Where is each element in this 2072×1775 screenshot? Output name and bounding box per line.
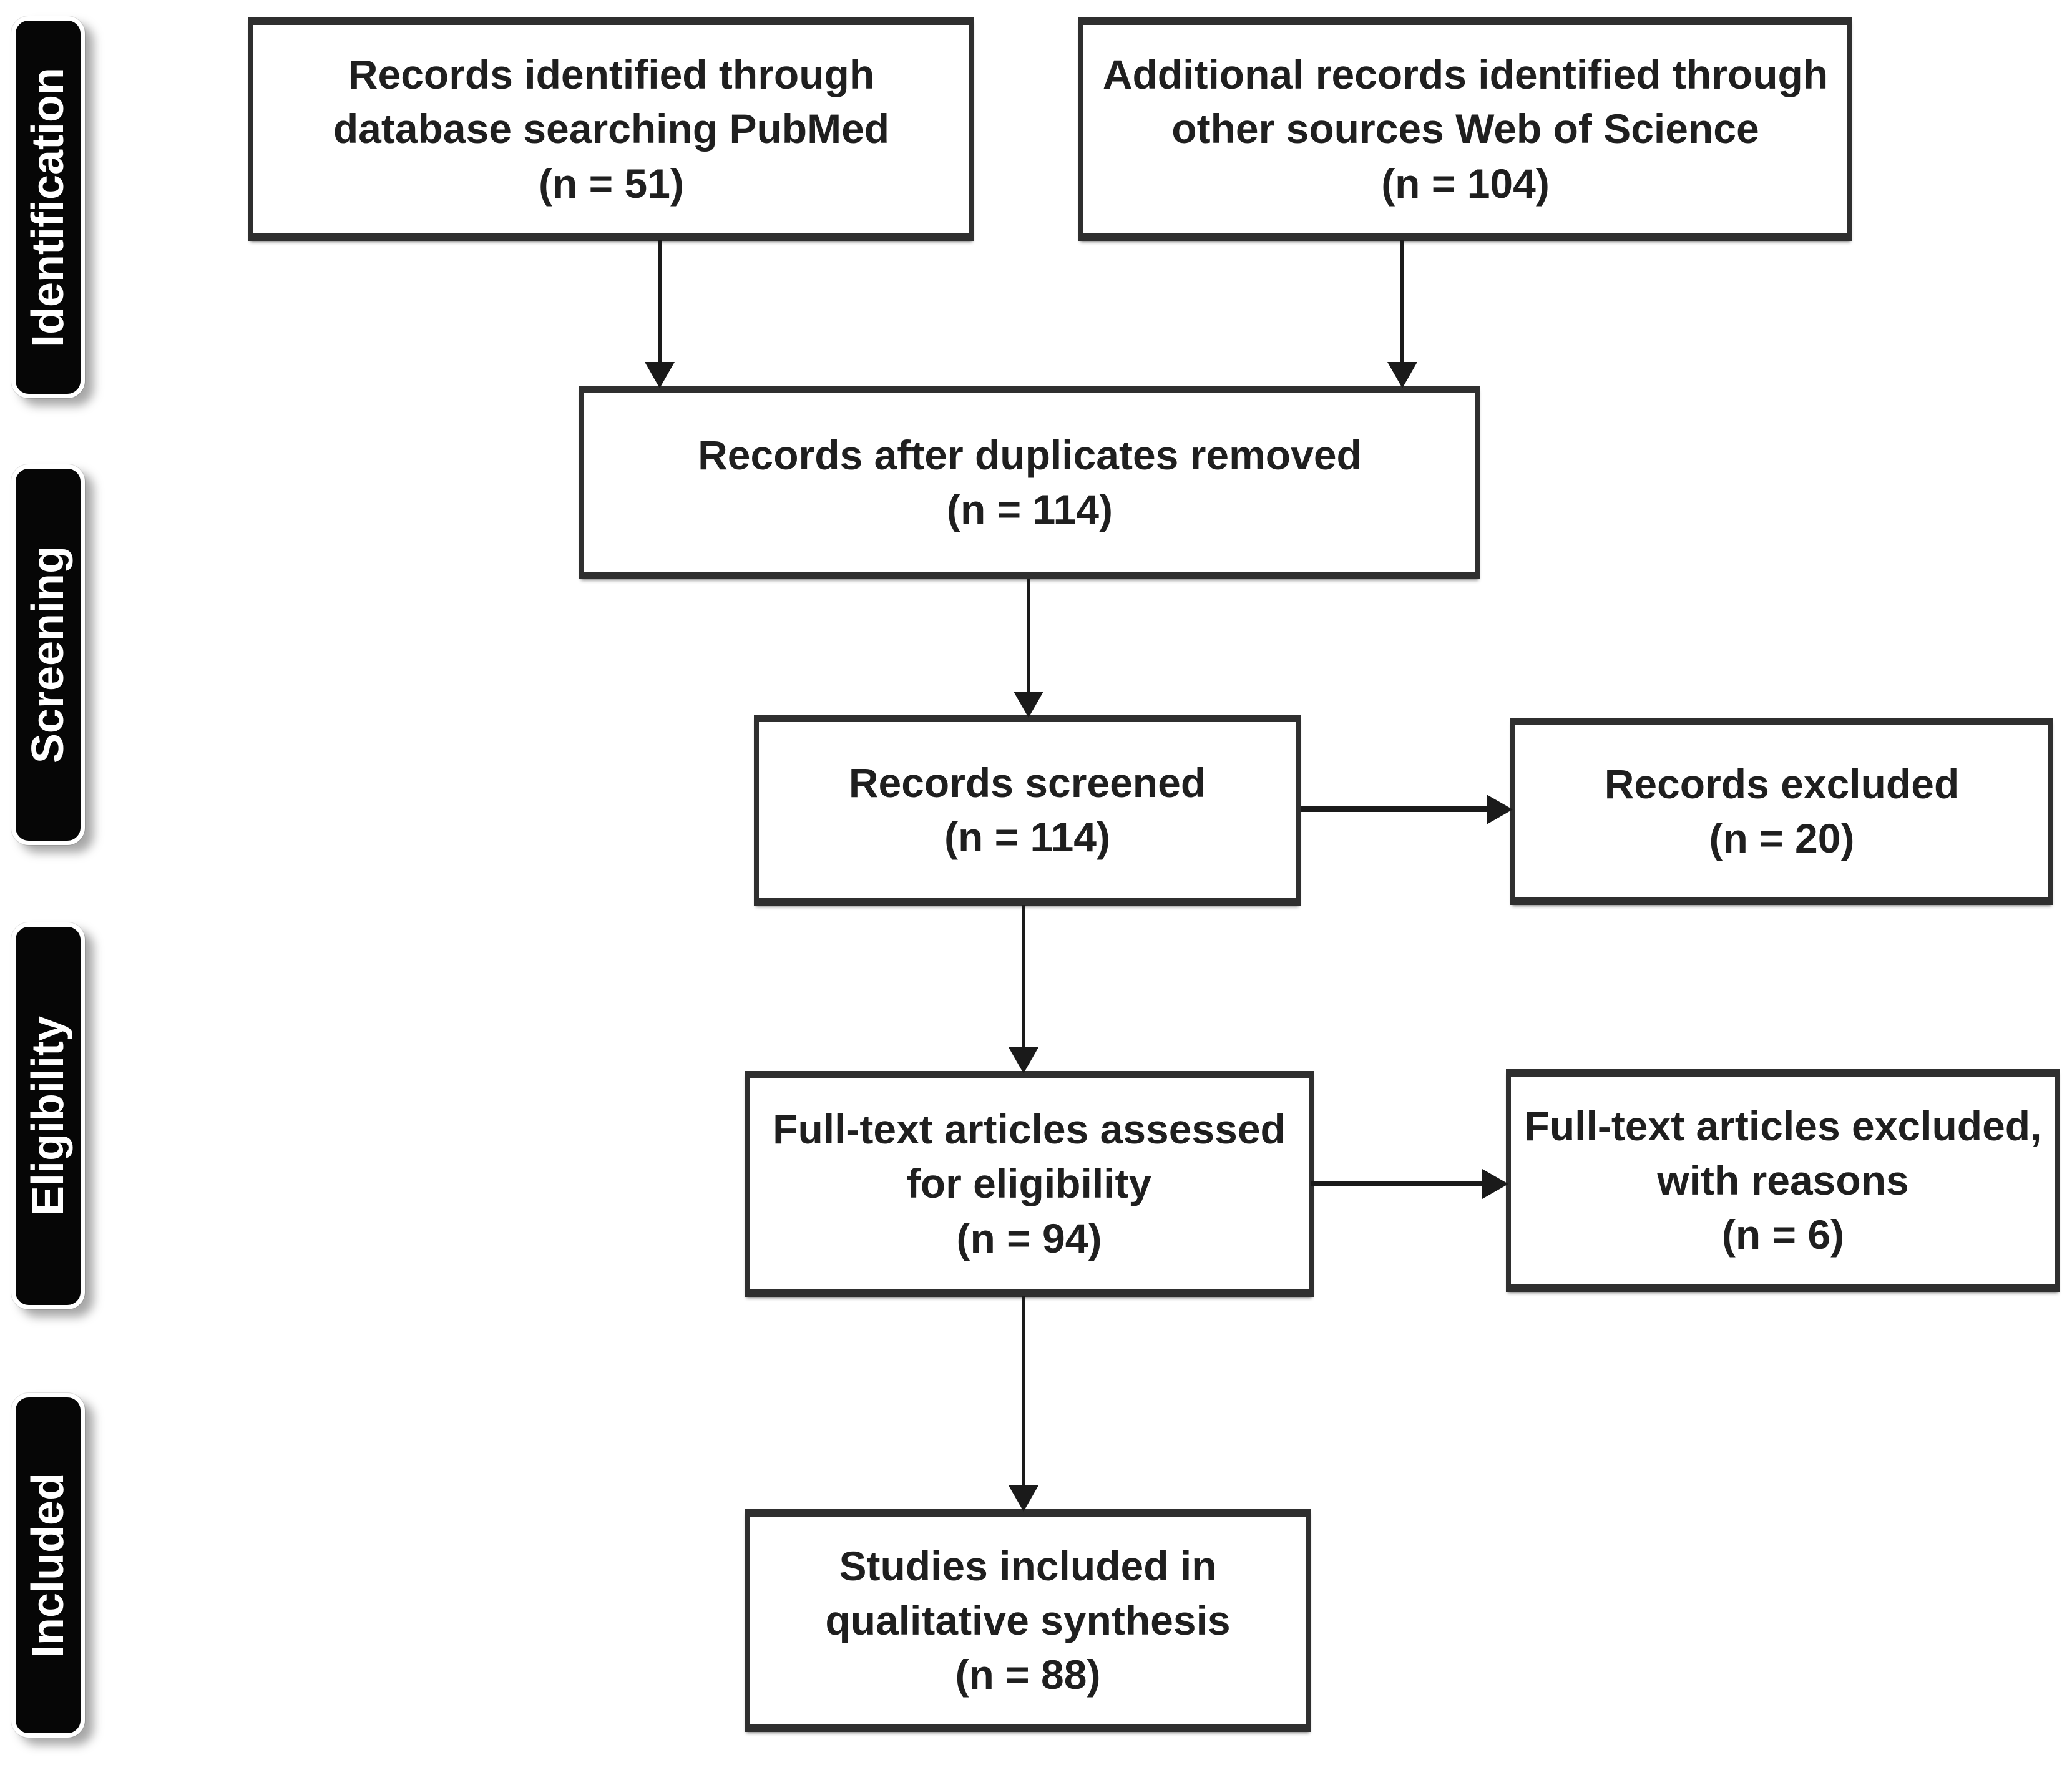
node-count-line: (n = 114) bbox=[944, 814, 1110, 860]
node-records-identified: Records identified through database sear… bbox=[248, 17, 974, 241]
node-text-line: Full-text articles assessed bbox=[773, 1106, 1286, 1153]
node-text-line: other sources Web of Science bbox=[1171, 105, 1759, 152]
node-records-excluded: Records excluded (n = 20) bbox=[1510, 718, 2053, 905]
stage-label-included: Included bbox=[23, 1472, 73, 1658]
node-count-line: (n = 51) bbox=[539, 160, 684, 207]
node-count-line: (n = 104) bbox=[1381, 160, 1550, 207]
node-fulltext-assessed: Full-text articles assessed for eligibil… bbox=[745, 1071, 1314, 1297]
node-text-line: Records screened bbox=[848, 759, 1206, 806]
node-text-line: Additional records identified through bbox=[1102, 51, 1829, 98]
stage-label-eligibility: Eligibility bbox=[23, 1015, 73, 1216]
stage-label-identification: Identification bbox=[23, 67, 73, 347]
node-text-line: for eligibility bbox=[906, 1160, 1152, 1207]
stage-tab-screening: Screening bbox=[11, 464, 85, 845]
arrow-wos-to-dedup-icon bbox=[1387, 240, 1417, 388]
node-text-line: Records identified through bbox=[348, 51, 875, 98]
arrow-fulltext-to-excluded-icon bbox=[1311, 1169, 1508, 1199]
arrow-fulltext-to-included-icon bbox=[1009, 1296, 1038, 1512]
node-text-line: Records excluded bbox=[1604, 760, 1960, 807]
node-text-line: Full-text articles excluded, bbox=[1524, 1102, 2042, 1149]
arrow-pubmed-to-dedup-icon bbox=[645, 240, 675, 388]
node-fulltext-excluded: Full-text articles excluded, with reason… bbox=[1506, 1069, 2060, 1292]
node-after-duplicates: Records after duplicates removed (n = 11… bbox=[579, 386, 1480, 579]
node-count-line: (n = 114) bbox=[947, 486, 1113, 532]
node-records-screened: Records screened (n = 114) bbox=[754, 715, 1301, 906]
stage-tab-included: Included bbox=[11, 1393, 85, 1738]
node-text-line: qualitative synthesis bbox=[825, 1597, 1231, 1643]
node-count-line: (n = 6) bbox=[1721, 1211, 1845, 1258]
stage-tab-identification: Identification bbox=[11, 16, 85, 398]
node-text-line: with reasons bbox=[1657, 1156, 1909, 1203]
node-text-line: database searching PubMed bbox=[333, 105, 890, 152]
node-text-line: Records after duplicates removed bbox=[698, 431, 1362, 478]
arrow-screened-to-fulltext-icon bbox=[1009, 905, 1038, 1073]
arrow-dedup-to-screened-icon bbox=[1014, 579, 1043, 718]
arrow-screened-to-excluded-icon bbox=[1301, 795, 1513, 824]
node-count-line: (n = 94) bbox=[956, 1215, 1102, 1261]
node-studies-included: Studies included in qualitative synthesi… bbox=[745, 1509, 1311, 1732]
node-additional-records: Additional records identified through ot… bbox=[1078, 17, 1852, 241]
stage-label-screening: Screening bbox=[23, 545, 73, 764]
node-count-line: (n = 88) bbox=[955, 1651, 1101, 1698]
node-count-line: (n = 20) bbox=[1709, 815, 1855, 861]
node-text-line: Studies included in bbox=[839, 1542, 1217, 1589]
stage-tab-eligibility: Eligibility bbox=[11, 922, 85, 1309]
